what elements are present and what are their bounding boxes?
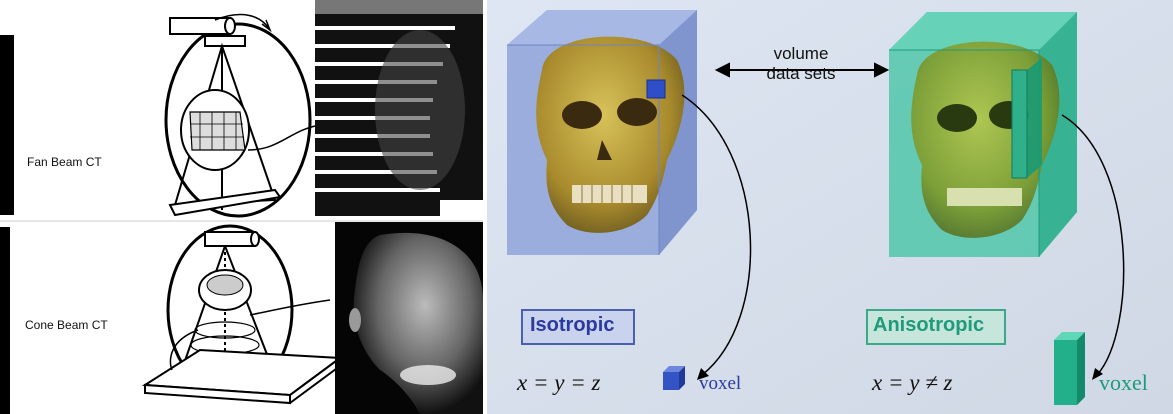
anisotropic-volume-cube <box>889 12 1077 257</box>
ct-schematic <box>0 0 483 414</box>
fan-beam-label: Fan Beam CT <box>27 155 102 169</box>
anisotropic-voxel-cube-icon <box>1054 332 1085 405</box>
right-panel: volume data sets Isotropic Anisotropic x… <box>487 0 1173 414</box>
volume-label: volume <box>751 44 851 64</box>
left-panel: Fan Beam CT Cone Beam CT <box>0 0 483 414</box>
fan-slice-stack-image <box>315 0 483 216</box>
anisotropic-voxel-label: voxel <box>1099 370 1148 396</box>
isotropic-voxel-label: voxel <box>699 373 741 395</box>
data-sets-label: data sets <box>741 64 861 84</box>
anisotropic-label: Anisotropic <box>873 314 984 337</box>
fan-beam-drawing <box>166 15 320 216</box>
isotropic-label: Isotropic <box>530 314 614 337</box>
skull-xray-image <box>335 222 483 414</box>
anisotropic-voxel-highlight <box>1012 70 1027 178</box>
black-side-bar-top <box>0 35 14 215</box>
isotropic-volume-cube <box>507 10 697 255</box>
cone-beam-drawing <box>145 226 340 403</box>
anisotropic-formula: x = y ≠ z <box>872 370 953 396</box>
isotropic-formula: x = y = z <box>517 370 600 396</box>
isotropic-voxel-cube-icon <box>663 366 685 390</box>
cone-beam-label: Cone Beam CT <box>25 318 108 332</box>
isotropic-voxel-highlight <box>647 80 665 98</box>
black-side-bar-bottom <box>0 227 10 414</box>
